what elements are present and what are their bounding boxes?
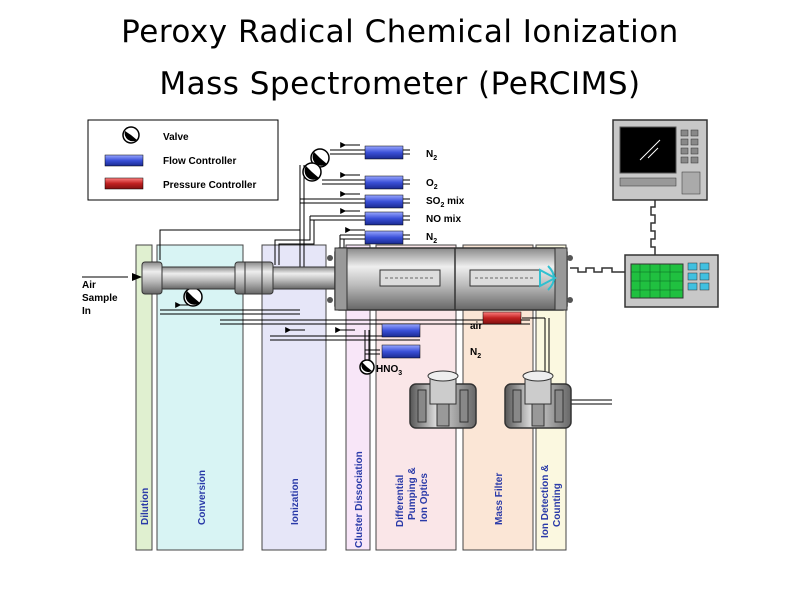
valve-icon bbox=[302, 162, 322, 182]
ion-detector bbox=[539, 265, 558, 291]
label-ionization: Ionization bbox=[290, 478, 301, 525]
label-mass-filter: Mass Filter bbox=[494, 473, 505, 525]
legend-flow-label: Flow Controller bbox=[163, 156, 236, 167]
flow-controller-so2 bbox=[364, 194, 404, 209]
computer-icon bbox=[612, 119, 708, 201]
flow-controller-lower-1 bbox=[381, 323, 421, 338]
inlet-label-2: Sample bbox=[82, 293, 118, 304]
flow-controller-icon bbox=[104, 154, 144, 167]
inlet-label-3: In bbox=[82, 306, 91, 317]
legend-pressure-label: Pressure Controller bbox=[163, 180, 256, 191]
air-sample-inlet: Air Sample In bbox=[82, 273, 142, 317]
label-ion-detection-1: Ion Detection & bbox=[540, 465, 551, 538]
label-ion-detection-2: Counting bbox=[552, 483, 563, 527]
gas-label-n2-lower: N2 bbox=[470, 347, 481, 360]
flow-controller-n2-second bbox=[364, 230, 404, 245]
gas-label-no-mix: NO mix bbox=[426, 214, 461, 225]
flow-controller-n2-top bbox=[364, 145, 404, 160]
vacuum-pump-1 bbox=[409, 370, 477, 429]
vacuum-chamber bbox=[327, 247, 573, 311]
valve-icon bbox=[122, 126, 140, 144]
vacuum-pump-2 bbox=[504, 370, 572, 429]
gas-label-o2: O2 bbox=[426, 178, 438, 191]
flow-controller-no bbox=[364, 211, 404, 226]
legend-valve-label: Valve bbox=[163, 132, 189, 143]
pressure-controller-air bbox=[482, 311, 522, 325]
title-line-2: Mass Spectrometer (PeRCIMS) bbox=[159, 66, 641, 102]
label-diff-pumping-1: Differential bbox=[395, 475, 406, 527]
label-cluster-dissociation: Cluster Dissociation bbox=[354, 451, 365, 548]
label-diff-pumping-3: Ion Optics bbox=[419, 473, 430, 522]
region-dilution bbox=[135, 244, 153, 551]
legend: Valve Flow Controller Pressure Controlle… bbox=[87, 119, 279, 201]
flow-tube bbox=[141, 261, 343, 295]
title-line-1: Peroxy Radical Chemical Ionization bbox=[121, 14, 679, 50]
flow-controllers bbox=[364, 145, 522, 359]
signal-cable bbox=[570, 267, 625, 273]
gas-label-air: air bbox=[470, 321, 482, 332]
gas-label-hno3: HNO3 bbox=[376, 364, 402, 377]
counter-instrument bbox=[624, 254, 719, 308]
valve-icon bbox=[310, 148, 330, 168]
valve-icon bbox=[359, 359, 375, 375]
label-dilution: Dilution bbox=[140, 488, 151, 525]
gas-label-n2-second: N2 bbox=[426, 232, 437, 245]
label-diff-pumping-2: Pumping & bbox=[407, 467, 418, 520]
gas-label-so2-mix: SO2 mix bbox=[426, 196, 465, 209]
flow-controller-lower-2 bbox=[381, 344, 421, 359]
pressure-controller-icon bbox=[104, 177, 144, 190]
flow-controller-o2 bbox=[364, 175, 404, 190]
region-ionization bbox=[261, 244, 327, 551]
valve-icon bbox=[183, 287, 203, 307]
gas-label-n2-top: N2 bbox=[426, 149, 437, 162]
label-conversion: Conversion bbox=[197, 470, 208, 525]
data-cable bbox=[650, 199, 656, 255]
inlet-label-1: Air bbox=[82, 280, 96, 291]
